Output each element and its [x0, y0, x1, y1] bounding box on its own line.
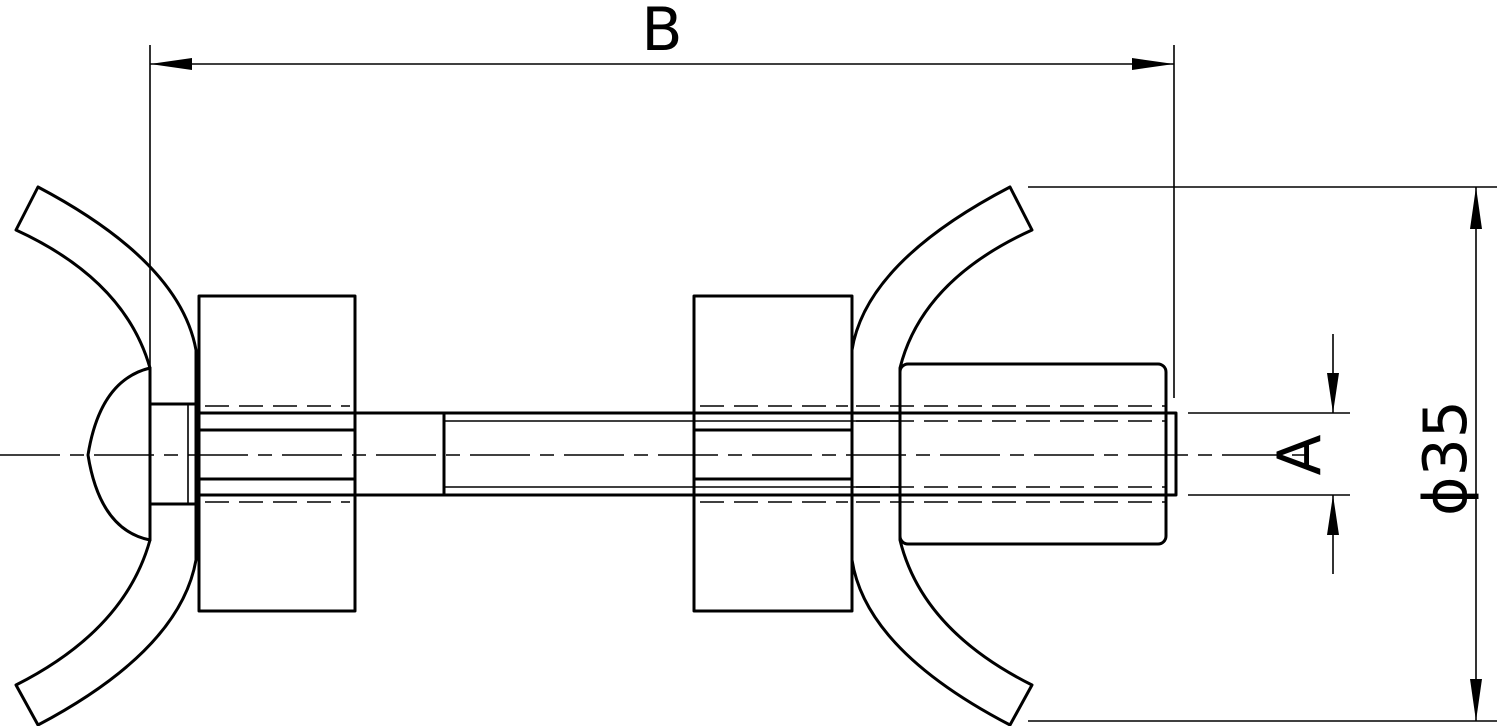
- left-block: [197, 294, 357, 613]
- dim-a-arrow-bottom: [1327, 495, 1339, 535]
- right-block: [692, 294, 854, 613]
- dim-b-label: B: [641, 0, 682, 65]
- dim-dia-label: ϕ35: [1411, 400, 1481, 516]
- dim-b-arrow-right: [1132, 58, 1174, 70]
- left-jaw-curve: [14, 185, 198, 726]
- dim-a-label: A: [1265, 434, 1335, 475]
- left-neck: [148, 402, 198, 506]
- dim-dia-arrow-top: [1470, 187, 1482, 229]
- right-jaw-curve: [850, 185, 1034, 726]
- left-dome-head: [86, 366, 152, 542]
- dim-b-arrow-left: [150, 58, 192, 70]
- dim-a-arrow-top: [1327, 373, 1339, 413]
- shaft-tip: [1164, 411, 1178, 497]
- dim-dia-arrow-bottom: [1470, 679, 1482, 721]
- nut-body: [898, 362, 1168, 546]
